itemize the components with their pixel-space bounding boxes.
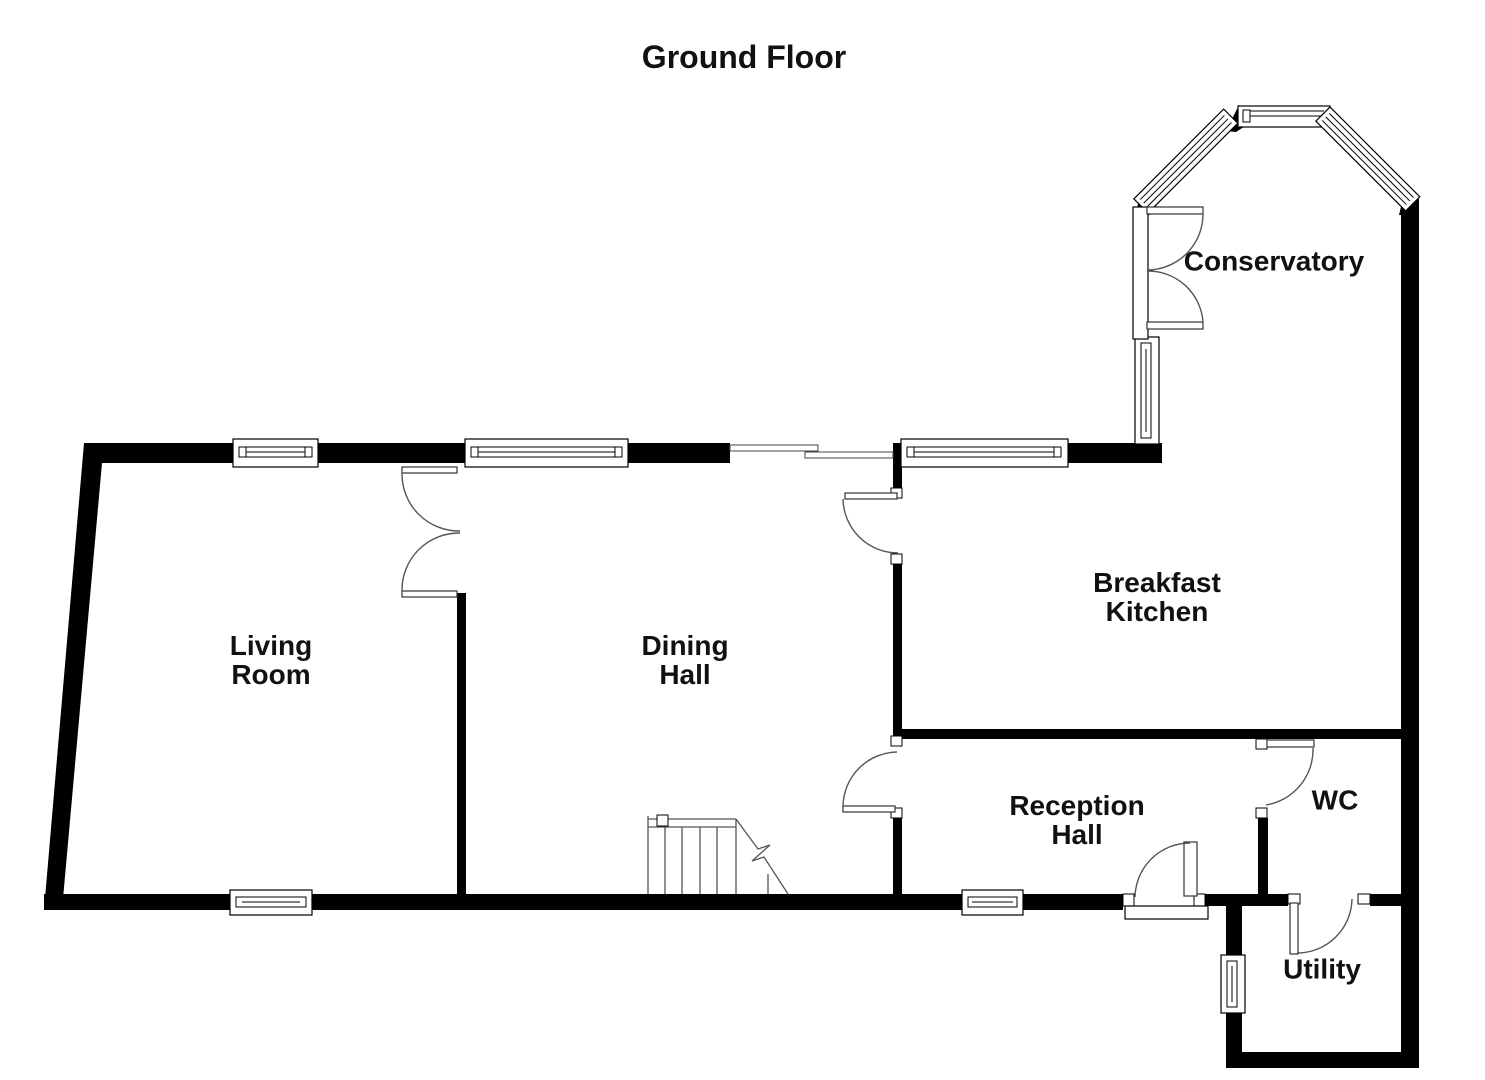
room-label-conservatory: Conservatory bbox=[1183, 245, 1365, 277]
door-front bbox=[1122, 841, 1209, 920]
window-top-living bbox=[232, 438, 319, 468]
window-top-dining bbox=[464, 438, 629, 468]
right-wall bbox=[1401, 199, 1419, 1068]
staircase bbox=[647, 814, 789, 895]
window-bottom-living bbox=[229, 889, 313, 916]
room-label-utility: Utility bbox=[1283, 953, 1361, 985]
left-wall bbox=[44, 443, 102, 910]
front-door-threshold bbox=[1124, 905, 1209, 920]
door-wc bbox=[1255, 738, 1315, 819]
door-kitchen bbox=[842, 487, 903, 565]
door-living-double bbox=[401, 466, 461, 598]
room-label-living: Living Room bbox=[229, 630, 313, 690]
room-label-wc: WC bbox=[1311, 784, 1359, 816]
window-conservatory-left bbox=[1134, 336, 1160, 445]
room-label-dining: Dining Hall bbox=[641, 630, 729, 690]
room-label-breakfast-kitchen: Breakfast Kitchen bbox=[1093, 567, 1221, 627]
window-bottom-reception bbox=[961, 889, 1024, 916]
interior-walls bbox=[457, 443, 1403, 894]
wall-opening-lines bbox=[729, 444, 894, 459]
door-utility bbox=[1287, 893, 1371, 955]
stair-break-line bbox=[735, 818, 789, 895]
window-conservatory-left-diagonal bbox=[1133, 108, 1239, 214]
conservatory-door-frame bbox=[1132, 206, 1149, 340]
window-conservatory-right-diagonal bbox=[1315, 106, 1421, 212]
door-reception bbox=[842, 735, 903, 819]
window-top-kitchen bbox=[900, 438, 1069, 468]
window-conservatory-top bbox=[1237, 105, 1331, 128]
room-label-reception: Reception Hall bbox=[1009, 790, 1145, 850]
stair-newel-post bbox=[656, 814, 669, 827]
plan-title: Ground Floor bbox=[641, 39, 847, 75]
door-conservatory-french bbox=[1132, 206, 1204, 340]
window-utility bbox=[1220, 954, 1246, 1014]
